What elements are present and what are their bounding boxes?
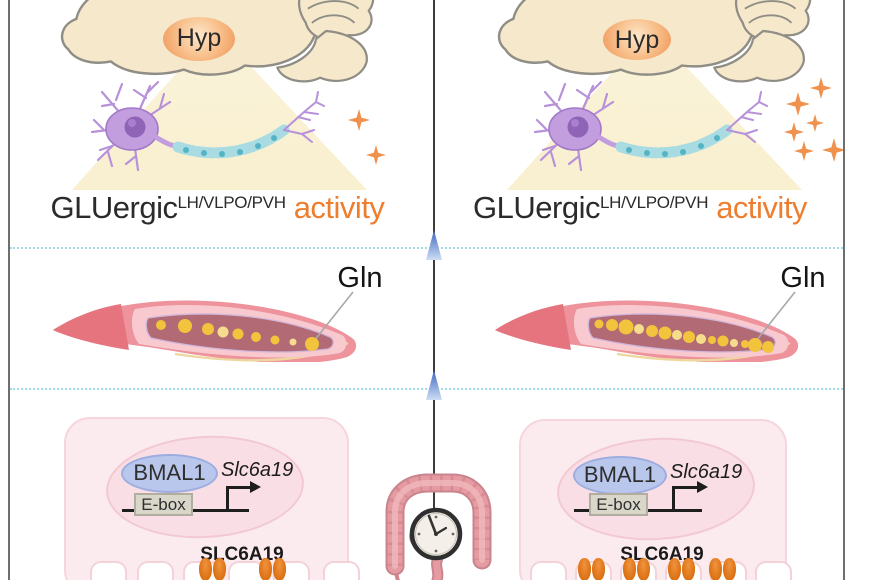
gln-dot xyxy=(270,335,280,345)
gln-dot xyxy=(672,330,682,340)
sparkle-icon xyxy=(366,145,386,165)
membrane-unit xyxy=(323,561,360,580)
transporter-icon xyxy=(578,558,605,580)
up-arrow-icon xyxy=(426,230,442,260)
bmal1-badge: BMAL1 xyxy=(573,456,667,495)
sparkle-icon xyxy=(794,141,814,161)
gln-dot xyxy=(156,320,166,330)
up-arrow-icon xyxy=(426,370,442,400)
transcription-arrowhead xyxy=(250,481,261,493)
caption-population: GLUergic xyxy=(473,190,600,225)
caption-state: activity xyxy=(716,190,807,225)
gln-dot xyxy=(634,324,644,334)
hyp-label: Hyp xyxy=(176,24,222,52)
gln-dot xyxy=(741,340,749,348)
hypothalamus-badge: Hyp xyxy=(163,17,235,61)
membrane-unit xyxy=(530,561,567,580)
gln-dot xyxy=(178,319,192,333)
caption-population: GLUergic xyxy=(50,190,178,225)
gln-dot xyxy=(618,319,634,335)
gln-dot xyxy=(658,326,672,340)
bmal1-label: BMAL1 xyxy=(133,460,206,485)
gln-dot xyxy=(717,335,729,347)
membrane-unit xyxy=(90,561,127,580)
gln-dot xyxy=(606,319,618,331)
frame-border xyxy=(843,0,845,580)
gln-dot xyxy=(305,337,319,351)
gln-dot xyxy=(762,341,774,353)
gln-dot xyxy=(232,328,244,340)
gln-dot xyxy=(708,336,716,344)
intestine-clock-icon xyxy=(368,470,508,580)
bmal1-badge: BMAL1 xyxy=(121,454,218,493)
gln-label: Gln xyxy=(780,262,826,294)
gene-label: Slc6a19 xyxy=(670,461,743,483)
neuron-icon xyxy=(72,72,352,187)
gln-dot xyxy=(251,332,261,342)
panel-divider xyxy=(433,0,435,580)
gln-dot xyxy=(594,319,604,329)
gln-dot xyxy=(696,334,706,344)
bmal1-label: BMAL1 xyxy=(583,462,657,487)
caption-regions: LH/VLPO/PVH xyxy=(599,193,709,212)
gln-dot xyxy=(217,326,229,338)
caption-regions: LH/VLPO/PVH xyxy=(177,193,286,212)
gln-dot xyxy=(646,325,658,337)
gln-label: Gln xyxy=(337,262,383,294)
blood-vessel-icon xyxy=(493,291,800,362)
gln-dot xyxy=(748,338,762,352)
transcription-arrow xyxy=(226,486,229,512)
transporter-icon xyxy=(668,558,695,580)
membrane-unit xyxy=(755,561,792,580)
ebox-box: E-box xyxy=(134,493,193,516)
transporter-icon xyxy=(199,558,226,580)
sparkle-icon xyxy=(806,114,824,132)
gln-dot xyxy=(683,331,695,343)
gln-dot xyxy=(730,339,738,347)
dotted-separator-bottom xyxy=(10,388,843,390)
membrane-unit xyxy=(137,561,174,580)
caption-state: activity xyxy=(293,190,385,225)
transcription-arrow xyxy=(226,486,252,489)
dotted-separator-top xyxy=(10,247,843,249)
hyp-label: Hyp xyxy=(614,26,660,54)
neuron-icon xyxy=(515,72,795,187)
transcription-arrow xyxy=(672,486,699,489)
blood-vessel-icon xyxy=(51,291,358,362)
gln-pointer-line xyxy=(313,291,354,342)
hypothalamus-badge: Hyp xyxy=(603,19,671,60)
transcription-arrowhead xyxy=(697,481,708,493)
frame-border xyxy=(8,0,10,580)
gln-dot xyxy=(289,338,297,346)
caption-right: GLUergicLH/VLPO/PVH activity xyxy=(440,190,840,226)
ebox-box: E-box xyxy=(589,493,648,516)
transporter-icon xyxy=(259,558,286,580)
transporter-icon xyxy=(623,558,650,580)
transporter-icon xyxy=(709,558,736,580)
gln-pointer-line xyxy=(755,291,796,342)
gene-label: Slc6a19 xyxy=(221,459,294,481)
transcription-arrow xyxy=(672,486,675,512)
caption-left: GLUergicLH/VLPO/PVH activity xyxy=(10,190,425,226)
gln-dot xyxy=(202,323,214,335)
